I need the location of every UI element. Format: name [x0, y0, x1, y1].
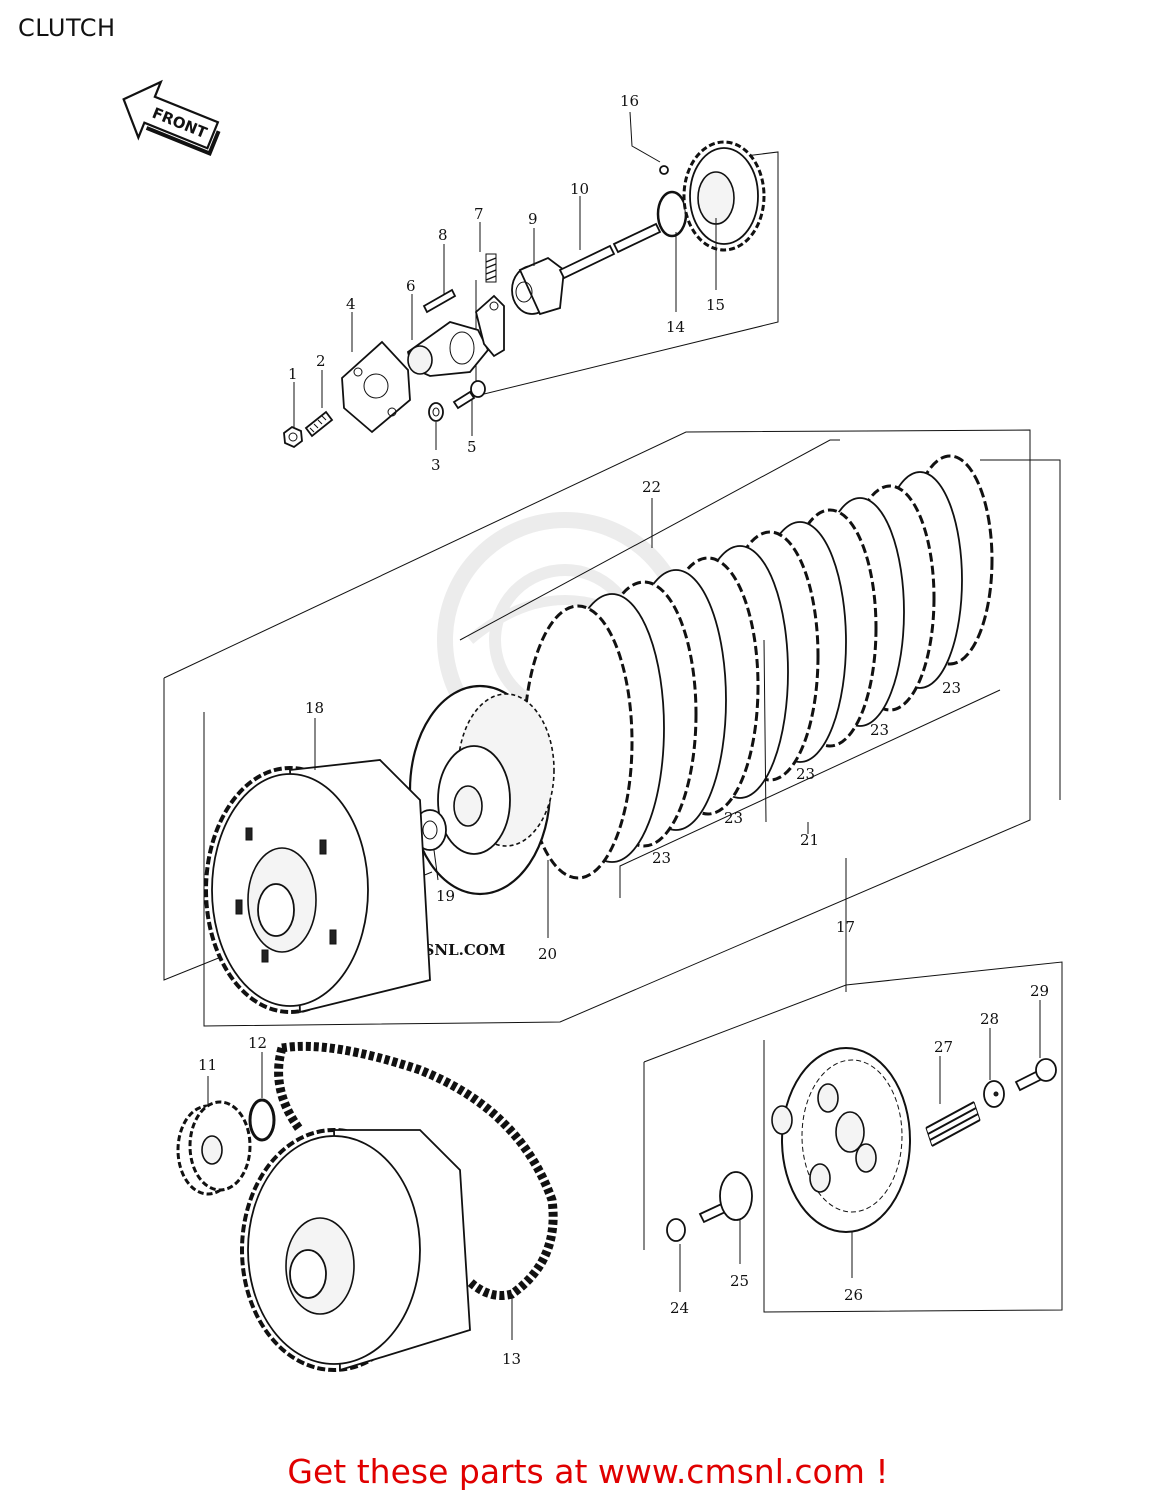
callout-19: 19 [436, 887, 455, 905]
part-8-pin [422, 288, 457, 314]
part-6-release-shaft [406, 321, 490, 377]
part-26-pressure-plate [771, 1047, 911, 1233]
callout-23: 23 [870, 721, 889, 739]
callout-6: 6 [406, 277, 416, 295]
callout-2: 2 [316, 352, 326, 370]
callout-23: 23 [942, 679, 961, 697]
callout-15: 15 [706, 296, 725, 314]
part-20-clutch-hub [408, 684, 555, 896]
callout-5: 5 [467, 438, 477, 456]
callout-17: 17 [836, 918, 855, 936]
callout-7: 7 [474, 205, 484, 223]
callout-13: 13 [502, 1350, 521, 1368]
callout-29: 29 [1030, 982, 1049, 1000]
callout-labels: 1 2 3 4 5 6 7 8 9 10 11 12 13 14 15 16 1… [198, 92, 1049, 1368]
part-1-nut [283, 425, 303, 449]
clutch-housing-lower-view [240, 1128, 471, 1372]
callout-24: 24 [670, 1299, 689, 1317]
callout-25: 25 [730, 1272, 749, 1290]
callout-1: 1 [288, 365, 298, 383]
part-11-sprocket [176, 1100, 252, 1196]
callout-23: 23 [652, 849, 671, 867]
part-15-gear [682, 140, 766, 252]
callout-23: 23 [796, 765, 815, 783]
cta-link[interactable]: Get these parts at www.cmsnl.com ! [287, 1452, 889, 1491]
part-24-ball [666, 1218, 686, 1242]
part-25-pusher [698, 1171, 753, 1224]
front-arrow: FRONT [122, 79, 221, 157]
part-14-circlip [656, 190, 688, 238]
callout-4: 4 [346, 295, 356, 313]
part-28-washer [983, 1080, 1005, 1108]
callout-21: 21 [800, 831, 819, 849]
part-3-washer [428, 402, 444, 422]
callout-28: 28 [980, 1010, 999, 1028]
callout-12: 12 [248, 1034, 267, 1052]
callout-27: 27 [934, 1038, 953, 1056]
cta-banner[interactable]: Get these parts at www.cmsnl.com ! [0, 1452, 1176, 1491]
exploded-parts-diagram: SMS CMSNL.COM FRONT [122, 79, 1063, 1372]
part-18-clutch-housing [204, 759, 431, 1014]
part-29-bolt [1014, 1058, 1057, 1092]
part-10-push-rod [558, 222, 662, 280]
part-7-spring [485, 253, 497, 283]
callout-20: 20 [538, 945, 557, 963]
part-16-ball [659, 165, 669, 175]
part-13-primary-chain [274, 1041, 558, 1300]
callout-11: 11 [198, 1056, 217, 1074]
part-2-stud [304, 410, 334, 438]
part-27-spring [925, 1101, 981, 1147]
callout-18: 18 [305, 699, 324, 717]
callout-16: 16 [620, 92, 639, 110]
part-12-circlip [248, 1098, 276, 1142]
callout-14: 14 [666, 318, 685, 336]
leader-lines [207, 111, 1041, 1340]
release-lever [474, 294, 505, 358]
page-title: CLUTCH [18, 14, 116, 42]
callout-9: 9 [528, 210, 538, 228]
callout-3: 3 [431, 456, 441, 474]
callout-23: 23 [724, 809, 743, 827]
callout-10: 10 [570, 180, 589, 198]
callout-22: 22 [642, 478, 661, 496]
part-4-release-housing [341, 340, 411, 434]
clutch-plate-stack [522, 454, 994, 880]
part-9-adjuster [511, 256, 565, 316]
callout-26: 26 [844, 1286, 863, 1304]
clutch-pack-brackets [163, 429, 1063, 1313]
callout-8: 8 [438, 226, 448, 244]
part-5-screw [452, 380, 486, 410]
